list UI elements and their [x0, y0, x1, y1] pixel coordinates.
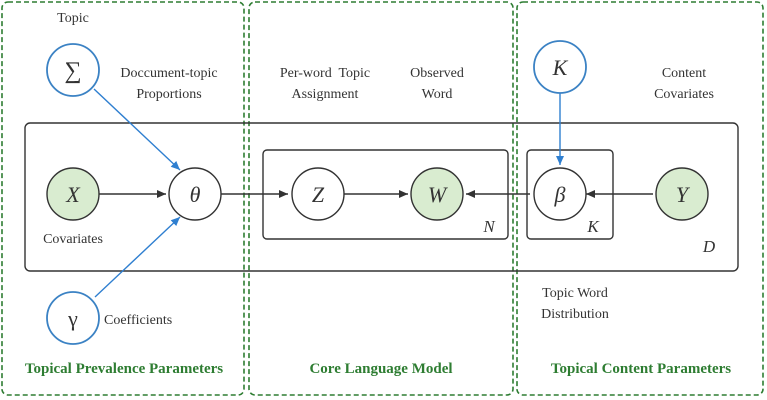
node-y-symbol: Y	[676, 182, 691, 207]
topic-word-label-1: Topic Word	[542, 286, 608, 301]
section-prevalence-title: Topical Prevalence Parameters	[25, 361, 223, 377]
node-beta-symbol: β	[554, 182, 566, 207]
node-beta: β	[533, 167, 587, 221]
coefficients-label: Coefficients	[104, 313, 172, 328]
observed-label-2: Word	[422, 87, 453, 102]
node-sigma: ∑	[46, 43, 100, 97]
plate-D	[24, 122, 739, 272]
node-gamma: γ	[46, 291, 100, 345]
node-sigma-symbol: ∑	[64, 58, 81, 84]
edge-sigma-theta	[93, 88, 181, 171]
plate-n-label: N	[482, 217, 496, 236]
section-content	[516, 1, 764, 396]
content-cov-label-2: Covariates	[654, 87, 714, 102]
plate-k-label: K	[586, 217, 600, 236]
node-theta-symbol: θ	[190, 182, 201, 207]
node-w: W	[410, 167, 464, 221]
doc-topic-label-2: Proportions	[136, 87, 201, 102]
covariates-label: Covariates	[43, 232, 103, 247]
node-theta: θ	[168, 167, 222, 221]
edge-gamma-theta	[94, 216, 181, 298]
section-core	[248, 1, 514, 396]
topic-word-label-2: Distribution	[541, 307, 609, 322]
node-z: Z	[291, 167, 345, 221]
doc-topic-label-1: Doccument-topic	[120, 66, 217, 81]
observed-label-1: Observed	[410, 66, 464, 81]
per-word-label-1: Per-word Topic	[280, 66, 370, 81]
node-x-symbol: X	[65, 182, 81, 207]
per-word-label-2: Assignment	[292, 87, 359, 102]
node-z-symbol: Z	[312, 182, 325, 207]
section-content-title: Topical Content Parameters	[551, 361, 731, 377]
content-cov-label-1: Content	[662, 66, 706, 81]
section-prevalence	[1, 1, 245, 396]
plate-d-label: D	[702, 237, 716, 256]
node-k-top: K	[533, 40, 587, 94]
node-k-top-symbol: K	[552, 55, 569, 80]
node-w-symbol: W	[428, 182, 448, 207]
node-y: Y	[655, 167, 709, 221]
section-core-title: Core Language Model	[309, 361, 452, 377]
topic-label: Topic	[57, 11, 89, 26]
node-gamma-symbol: γ	[67, 306, 78, 331]
node-x: X	[46, 167, 100, 221]
